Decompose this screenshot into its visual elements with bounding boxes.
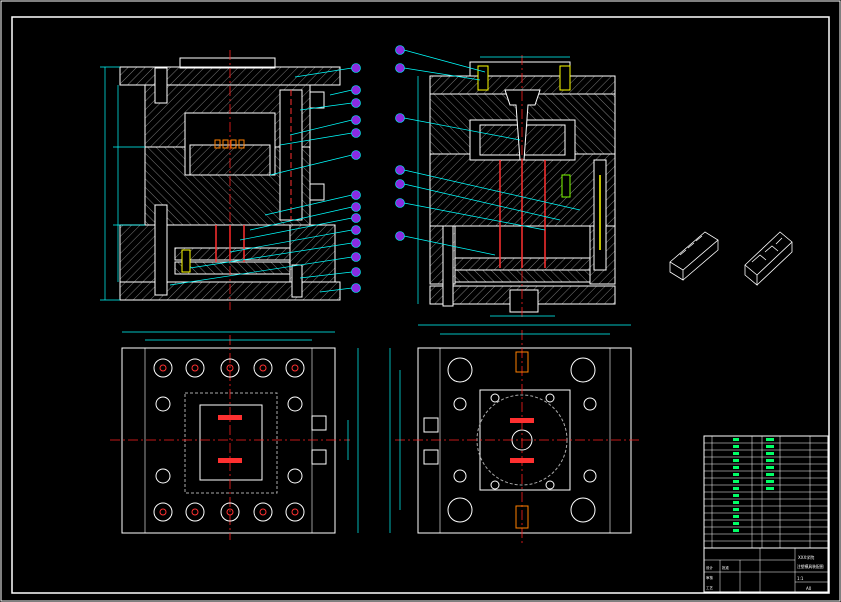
title-block: 设计 审核 工艺 批准 XXX学院 注塑模具装配图 1:1 A0 — [703, 547, 829, 593]
side-section-view — [395, 45, 616, 320]
title-block-drawing-name: 注塑模具装配图 — [797, 564, 824, 569]
title-block-label-design: 设计 — [706, 565, 714, 570]
plan-view-fixed-half — [389, 324, 640, 545]
bill-of-materials — [703, 435, 829, 549]
part-isometric-1 — [669, 231, 719, 281]
title-block-label-review: 审核 — [706, 575, 714, 580]
title-block-scale: 1:1 — [797, 576, 804, 581]
plan-view-moving-half — [110, 331, 359, 540]
title-block-label-process: 工艺 — [706, 585, 714, 590]
inner-frame — [11, 16, 830, 594]
title-block-label-approve: 批准 — [722, 565, 730, 570]
title-block-sheet: A0 — [806, 586, 812, 591]
part-isometric-2 — [744, 231, 793, 286]
front-section-view — [100, 50, 361, 310]
title-block-project: XXX学院 — [798, 554, 814, 560]
